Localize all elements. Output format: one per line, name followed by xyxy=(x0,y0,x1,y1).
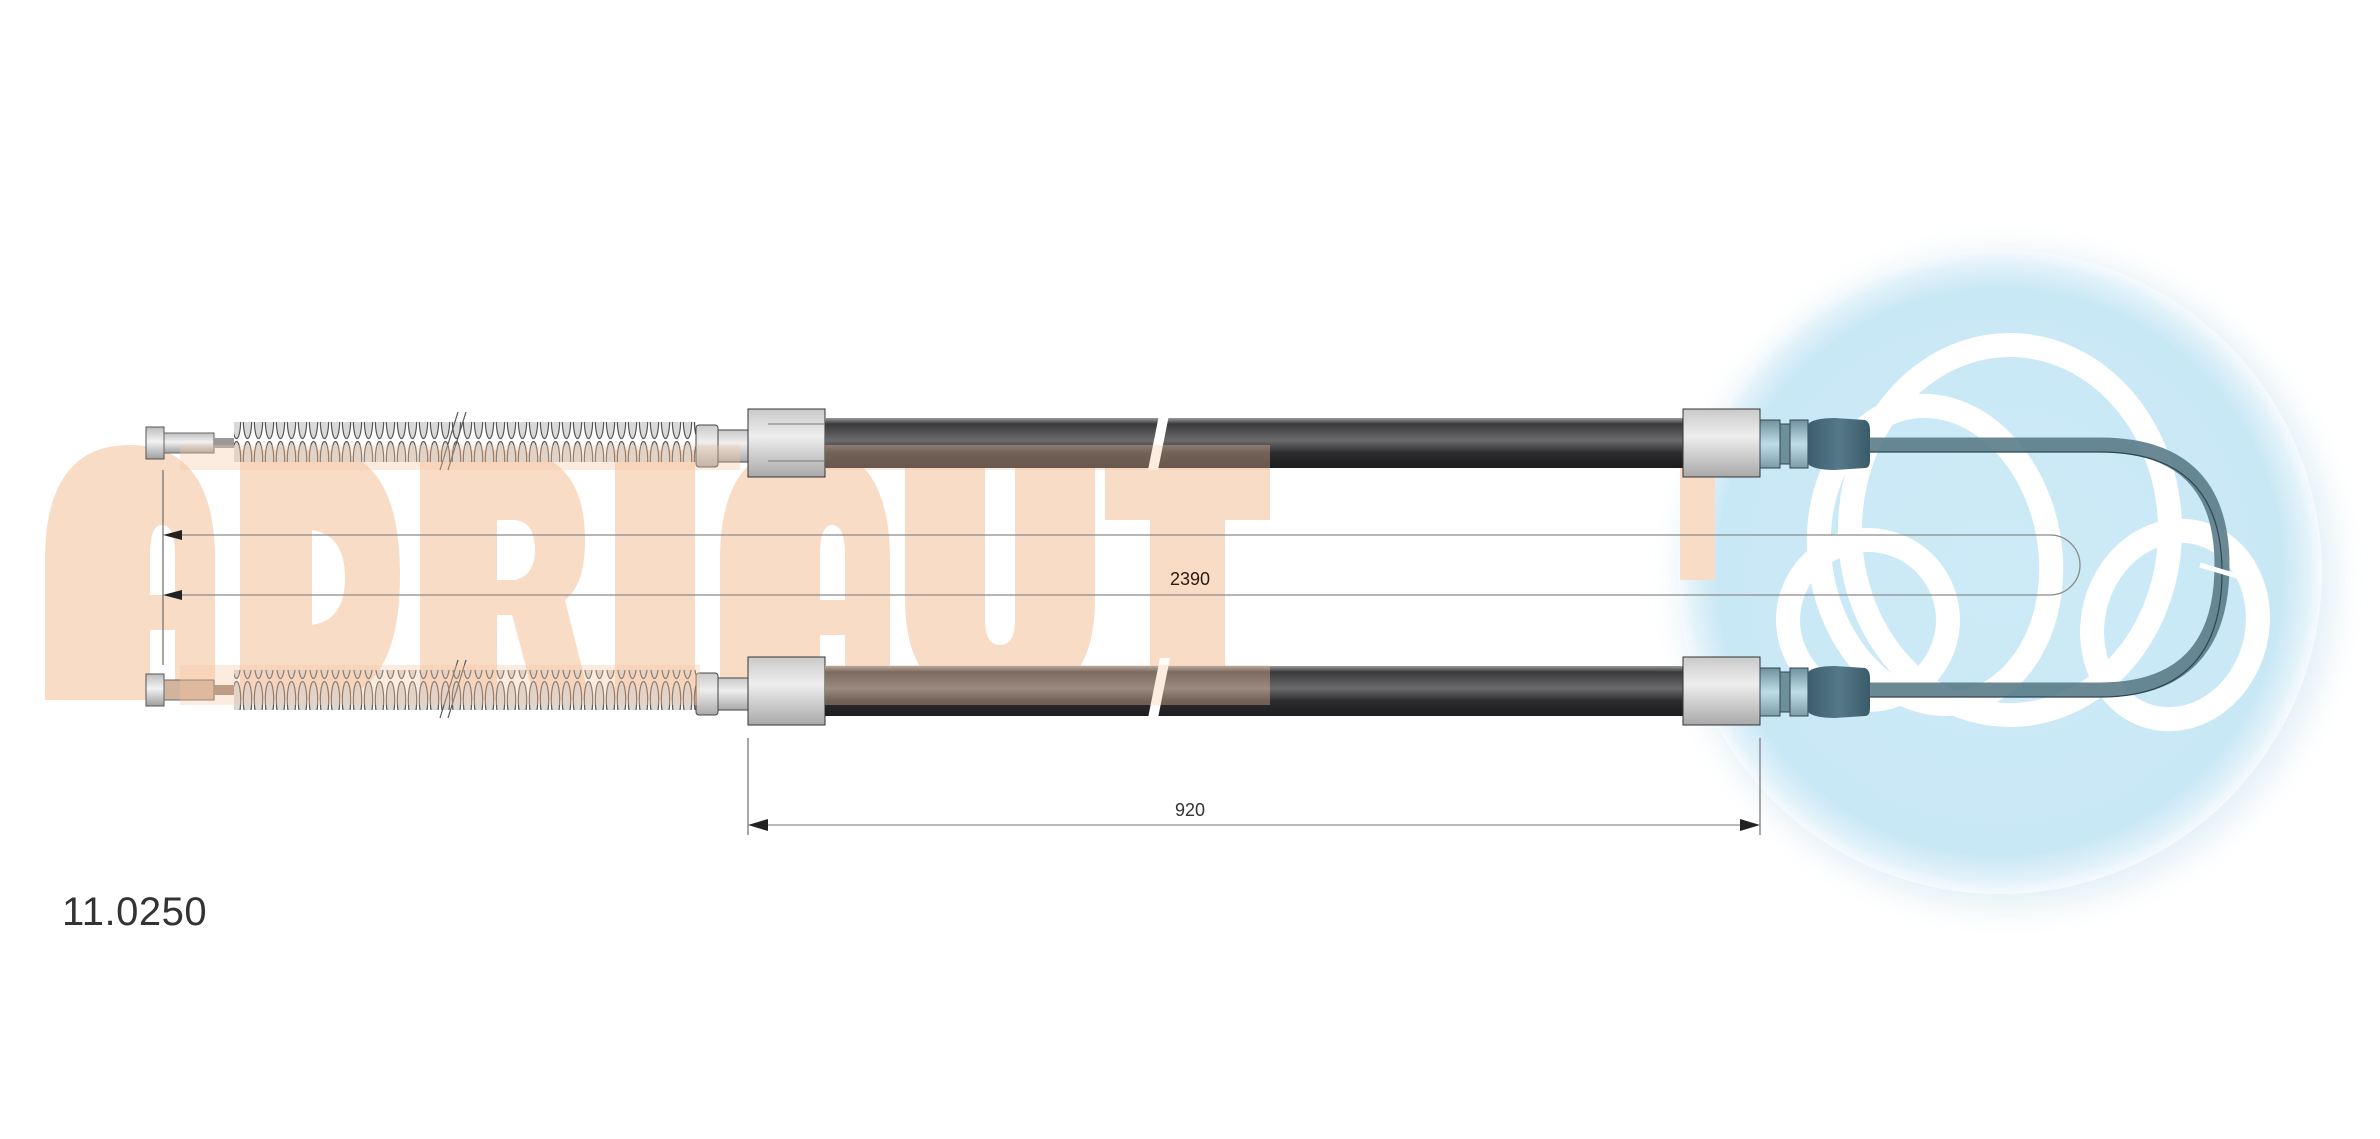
return-spring xyxy=(234,422,696,462)
return-spring xyxy=(234,670,696,710)
outer-sheath xyxy=(825,666,1683,716)
arrowhead-icon xyxy=(163,530,182,540)
end-fitting xyxy=(1808,666,1870,718)
dimension-label-sheath: 920 xyxy=(1175,800,1206,820)
arrowhead-icon xyxy=(1740,819,1760,831)
arrowhead-icon xyxy=(163,590,182,600)
end-cap xyxy=(145,426,165,460)
cable-top xyxy=(145,408,1870,478)
cable-bottom xyxy=(145,656,1870,726)
adjuster-nut xyxy=(747,408,826,478)
dimension-920 xyxy=(747,738,1761,835)
part-number: 11.0250 xyxy=(62,890,208,934)
ferrule-nut xyxy=(1682,656,1761,726)
logo-circle xyxy=(1678,250,2338,910)
end-cap xyxy=(145,673,165,707)
brand-watermark xyxy=(45,445,1715,705)
watermark-overlay xyxy=(180,445,1270,705)
adjuster-nut xyxy=(747,656,826,726)
end-fitting xyxy=(1808,418,1870,470)
arrowhead-icon xyxy=(748,819,768,831)
outer-sheath xyxy=(825,418,1683,468)
ferrule-nut xyxy=(1682,408,1761,478)
dimension-2390 xyxy=(162,470,2081,665)
dimension-label-overall: 2390 xyxy=(1170,569,1211,589)
